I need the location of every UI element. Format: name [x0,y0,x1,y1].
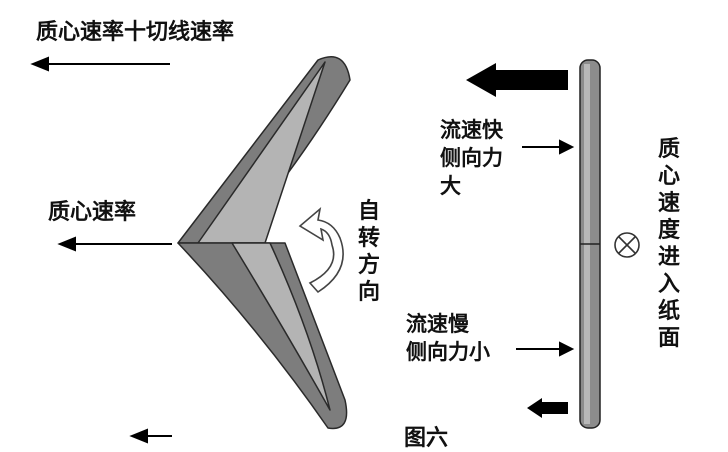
big-arrow-top [466,63,568,97]
boomerang-lower-light [231,242,331,411]
arrow-top-left [30,56,170,72]
pointer-slow [516,341,575,357]
label-fast-line2: 侧向力 [440,146,503,170]
circle-cross-icon [614,232,640,258]
arrow-bottom-left [129,428,172,444]
arrow-mid-left [57,236,172,252]
label-slow-line1: 流速慢 [406,312,469,336]
big-arrow-bottom [527,398,568,418]
boomerang [177,56,351,430]
label-rotation: 自转方向 [357,199,380,305]
figure-caption: 图六 [404,426,449,451]
pointer-fast [522,139,575,155]
label-fast-line3: 大 [440,174,461,198]
wing-cross-section [579,59,601,429]
curved-arrow-icon [298,206,344,294]
boomerang-lower-outer [177,242,348,430]
label-slow-line2: 侧向力小 [406,340,490,364]
label-into-page: 质心速度进入纸面 [657,137,680,351]
label-top-left: 质心速率十切线速率 [36,20,235,45]
label-fast-line1: 流速快 [440,118,503,142]
label-mid-left: 质心速率 [48,200,137,225]
boomerang-upper-light [197,61,326,244]
